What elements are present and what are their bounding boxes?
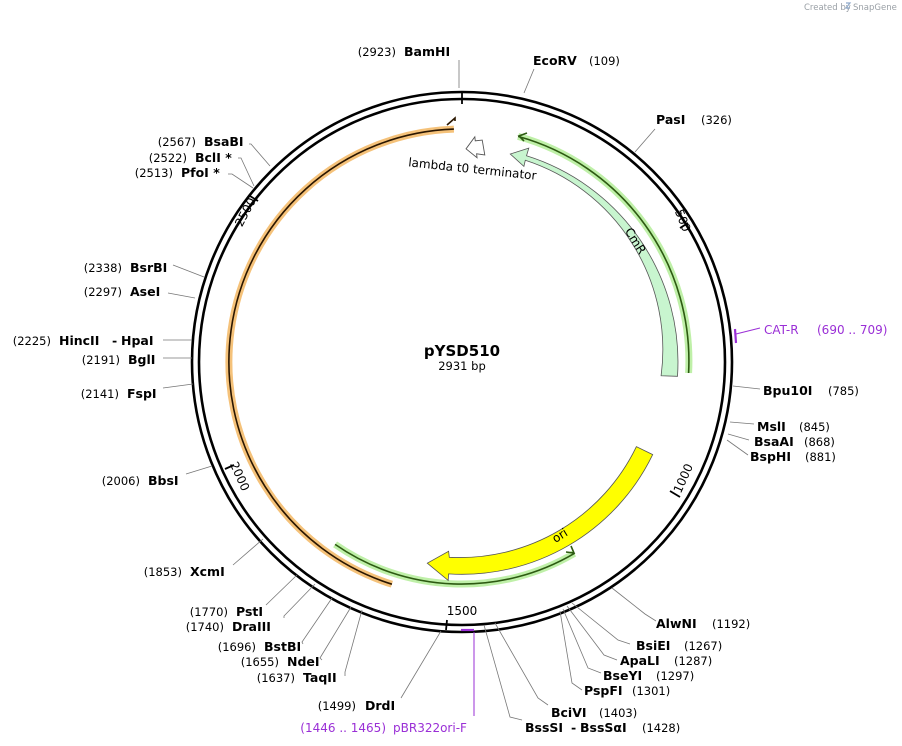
snapgene-credit: Created by SnapGene [804, 2, 897, 13]
feature-ori [426, 446, 654, 582]
site-name: BamHI [404, 44, 450, 59]
orf-green-ori [333, 541, 577, 588]
site-name: PfoI * [181, 165, 220, 180]
primer-range-pbr322ori-f: (1446 .. 1465) [300, 721, 386, 735]
site-name: AseI [130, 284, 160, 299]
primer-name-pbr322ori-f: pBR322ori-F [393, 721, 467, 735]
site-name: BsrBI [130, 260, 167, 275]
site-name: BstBI [264, 639, 301, 654]
credit-text: Created by [804, 3, 851, 13]
tick-label-500: 500 [672, 207, 694, 233]
site-name: ApaLI [620, 653, 660, 668]
site-name: TaqII [303, 670, 337, 685]
snapgene-logo-icon [844, 2, 852, 9]
site-pos: (1770) [190, 605, 228, 619]
site-pos: (2141) [81, 387, 119, 401]
site-name: BseYI [603, 668, 642, 683]
primer-pbr322ori-f: (1446 .. 1465) pBR322ori-F [300, 628, 475, 735]
site-name: XcmI [190, 564, 225, 579]
site-pos: (2338) [84, 261, 122, 275]
site-name: DraIII [232, 619, 271, 634]
site-name: BsaBI [204, 134, 244, 149]
site-pos: (2513) [135, 166, 173, 180]
feature-terminator [465, 135, 486, 159]
primer-name-cat-r: CAT-R [764, 323, 799, 337]
site-pos: (868) [804, 435, 835, 449]
site-separator: - [112, 333, 117, 348]
site-name: MslI [757, 419, 786, 434]
site-name-alt: HpaI [121, 333, 154, 348]
site-name: BbsI [148, 473, 179, 488]
site-pos: (1696) [218, 640, 256, 654]
site-pos: (2225) [13, 334, 51, 348]
credit-brand: SnapGene [853, 3, 897, 13]
site-pos: (109) [589, 54, 620, 68]
site-name: BsaAI [754, 434, 794, 449]
site-name: BsiEI [636, 638, 670, 653]
tick-label-1500: 1500 [447, 604, 478, 618]
site-pos: (1267) [684, 639, 722, 653]
site-name: EcoRV [533, 53, 577, 68]
site-pos: (1853) [144, 565, 182, 579]
site-pos: (881) [805, 450, 836, 464]
feature-cmr [509, 147, 679, 377]
orf-green-cmr [517, 132, 693, 374]
site-pos: (1655) [241, 655, 279, 669]
site-name: DrdI [365, 698, 395, 713]
plasmid-name: pYSD510 [424, 342, 500, 360]
site-pos: (845) [799, 420, 830, 434]
plasmid-length: 2931 bp [438, 359, 486, 373]
site-pos: (2191) [82, 353, 120, 367]
site-name: BspHI [750, 449, 791, 464]
site-name: NdeI [287, 654, 320, 669]
site-pos: (2297) [84, 285, 122, 299]
site-name: BciVI [551, 705, 587, 720]
site-pos: (2923) [358, 45, 396, 59]
site-name: PstI [236, 604, 263, 619]
primer-range-cat-r: (690 .. 709) [817, 323, 887, 337]
site-labels: (2923) BamHI EcoRV (109) PasI (326) Bpu1… [13, 44, 859, 735]
site-pos: (1637) [257, 671, 295, 685]
site-pos: (2006) [102, 474, 140, 488]
site-separator: - [571, 720, 576, 735]
site-name-alt: BssSαI [580, 720, 627, 735]
orf-orange [225, 116, 456, 588]
site-name: PasI [656, 112, 685, 127]
site-pos: (1287) [674, 654, 712, 668]
site-pos: (1301) [632, 684, 670, 698]
site-pos: (2522) [149, 151, 187, 165]
site-pos: (785) [828, 384, 859, 398]
site-name: AlwNI [656, 616, 697, 631]
site-pos: (326) [701, 113, 732, 127]
site-pos: (1403) [599, 706, 637, 720]
site-pos: (1428) [642, 721, 680, 735]
site-name: FspI [127, 386, 157, 401]
site-pos: (1297) [656, 669, 694, 683]
site-pos: (1192) [712, 617, 750, 631]
site-name: BclI * [195, 150, 232, 165]
site-name: PspFI [584, 683, 623, 698]
site-pos: (1740) [186, 620, 224, 634]
site-pos: (2567) [158, 135, 196, 149]
site-name: HincII [59, 333, 99, 348]
primer-cat-r: CAT-R (690 .. 709) [733, 323, 887, 344]
site-name: Bpu10I [763, 383, 812, 398]
tick-marks [224, 92, 689, 631]
site-name: BssSI [525, 720, 563, 735]
site-leaders [162, 60, 761, 721]
site-pos: (1499) [318, 699, 356, 713]
site-name: BglI [128, 352, 155, 367]
